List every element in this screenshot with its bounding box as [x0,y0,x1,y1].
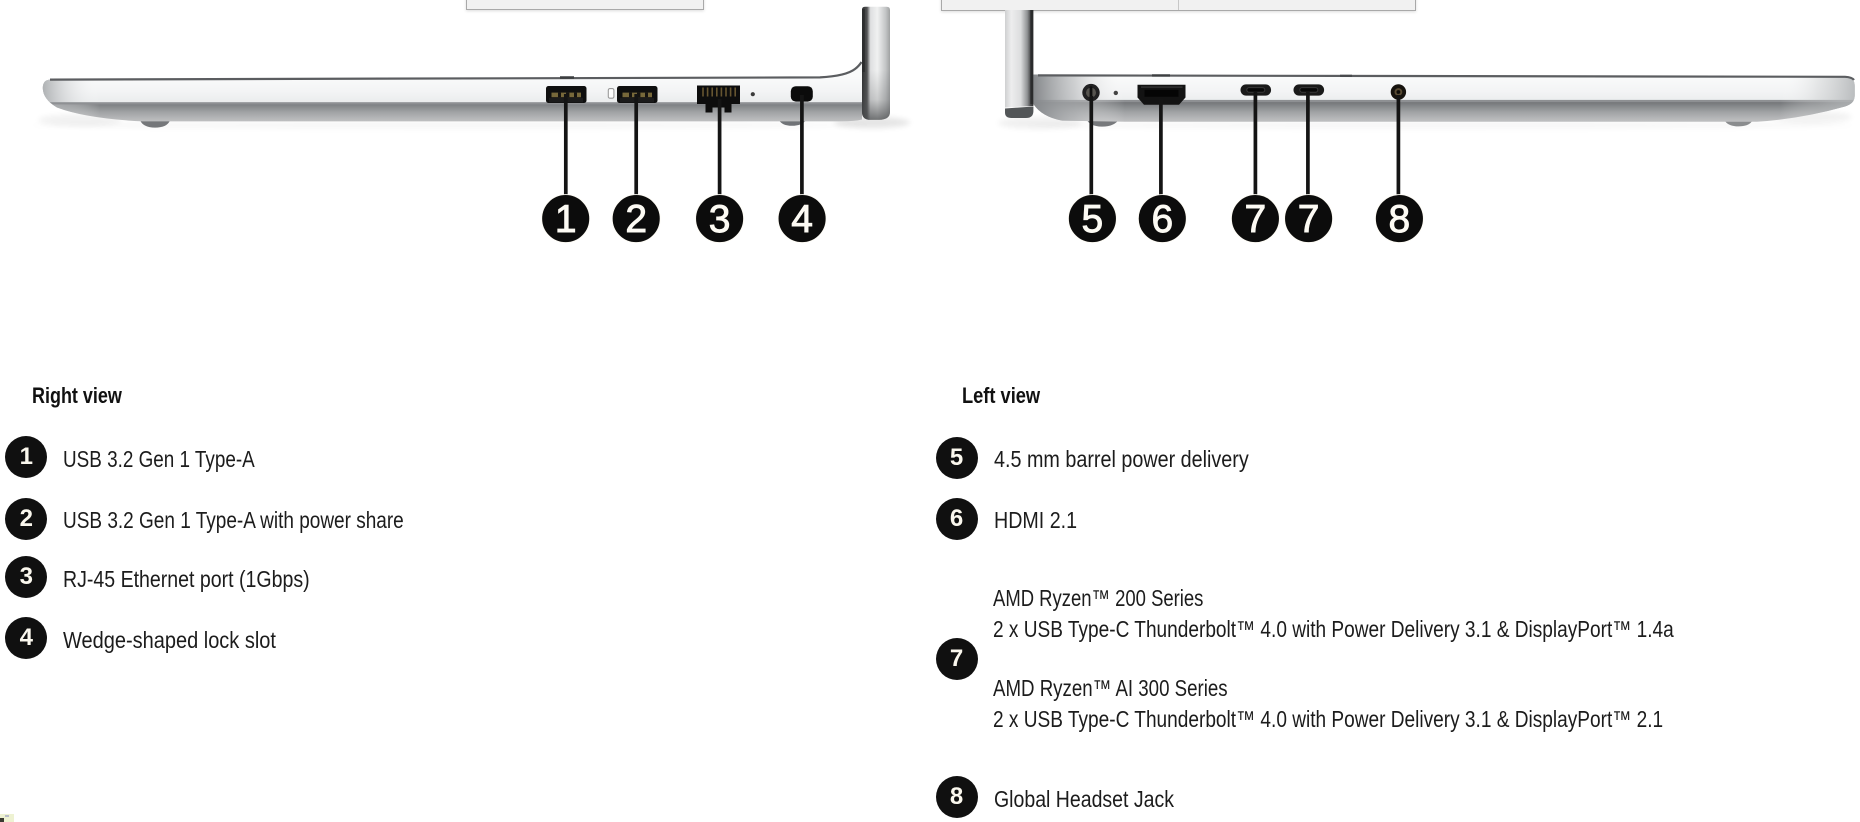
svg-text:6: 6 [1151,198,1173,241]
svg-text:2: 2 [625,198,647,241]
svg-text:7: 7 [1298,198,1320,241]
svg-text:4: 4 [791,198,813,241]
svg-text:7: 7 [1245,198,1267,241]
svg-text:3: 3 [709,198,731,241]
svg-text:1: 1 [555,198,577,241]
svg-text:5: 5 [1082,198,1104,241]
svg-text:8: 8 [1389,198,1411,241]
